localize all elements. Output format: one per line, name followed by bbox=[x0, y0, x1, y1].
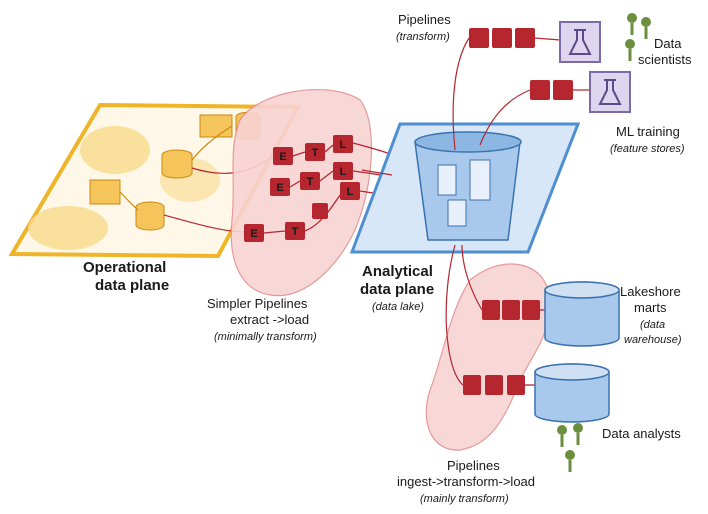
svg-text:E: E bbox=[279, 151, 286, 163]
top-pipelines-subtitle: (transform) bbox=[396, 31, 450, 43]
bottom-pipelines-label-2: ingest->transform->load bbox=[397, 474, 535, 489]
operational-label-2: data plane bbox=[95, 277, 169, 294]
lakeshore-marts-cylinder bbox=[544, 281, 620, 347]
svg-text:E: E bbox=[276, 182, 283, 194]
svg-text:T: T bbox=[292, 226, 299, 238]
simple-pipelines-label-2: extract ->load bbox=[230, 312, 309, 327]
svg-text:L: L bbox=[347, 186, 354, 198]
simple-pipelines-label-1: Simpler Pipelines bbox=[207, 296, 308, 311]
etl-l-box-2: L bbox=[333, 162, 353, 180]
etl-box-extra bbox=[312, 203, 328, 219]
people-icon-scientists bbox=[625, 13, 651, 61]
top-pipelines-title: Pipelines bbox=[398, 12, 451, 27]
etl-l-box-1: L bbox=[333, 135, 353, 153]
simpler-pipelines-group: E T L E T L E T bbox=[230, 89, 437, 297]
etl-e-box-2: E bbox=[270, 178, 290, 196]
simple-pipelines-label-3: (minimally transform) bbox=[214, 331, 317, 343]
lakeshore-label-1: Lakeshore bbox=[620, 284, 681, 299]
svg-text:L: L bbox=[340, 139, 347, 151]
analytical-label-2: data plane bbox=[360, 281, 434, 298]
bottom-pipelines-group bbox=[425, 244, 552, 451]
analytical-label-3: (data lake) bbox=[372, 301, 424, 313]
data-lake-bucket bbox=[414, 141, 521, 241]
svg-text:E: E bbox=[250, 228, 257, 240]
people-icon-analysts bbox=[557, 423, 583, 472]
etl-e-box-3: E bbox=[244, 224, 264, 242]
data-scientists-flask bbox=[559, 21, 601, 63]
top-pipeline-transform bbox=[452, 28, 561, 151]
ml-training-flask bbox=[589, 71, 631, 113]
etl-t-box-1: T bbox=[305, 143, 325, 161]
etl-t-box-3: T bbox=[285, 222, 305, 240]
lakeshore-label-3: (data bbox=[640, 319, 665, 331]
ml-training-pipeline bbox=[479, 80, 590, 146]
analytical-label-1: Analytical bbox=[362, 263, 433, 280]
ml-training-sublabel: (feature stores) bbox=[610, 143, 685, 155]
svg-text:L: L bbox=[340, 166, 347, 178]
data-analysts-label: Data analysts bbox=[602, 426, 681, 441]
svg-text:T: T bbox=[307, 176, 314, 188]
data-scientists-label-1: Data bbox=[654, 36, 682, 51]
etl-t-box-2: T bbox=[300, 172, 320, 190]
bottom-pipelines-label-3: (mainly transform) bbox=[420, 493, 509, 505]
svg-text:T: T bbox=[312, 147, 319, 159]
lakeshore-label-4: warehouse) bbox=[624, 334, 682, 346]
ml-training-label: ML training bbox=[616, 124, 680, 139]
etl-e-box-1: E bbox=[273, 147, 293, 165]
data-analysts-cylinder bbox=[534, 363, 610, 423]
data-scientists-label-2: scientists bbox=[638, 52, 692, 67]
bottom-pipelines-label-1: Pipelines bbox=[447, 458, 500, 473]
etl-l-box-3: L bbox=[340, 182, 360, 200]
analytical-data-plane bbox=[349, 122, 581, 254]
operational-label-1: Operational bbox=[83, 259, 166, 276]
lakeshore-label-2: marts bbox=[634, 300, 667, 315]
